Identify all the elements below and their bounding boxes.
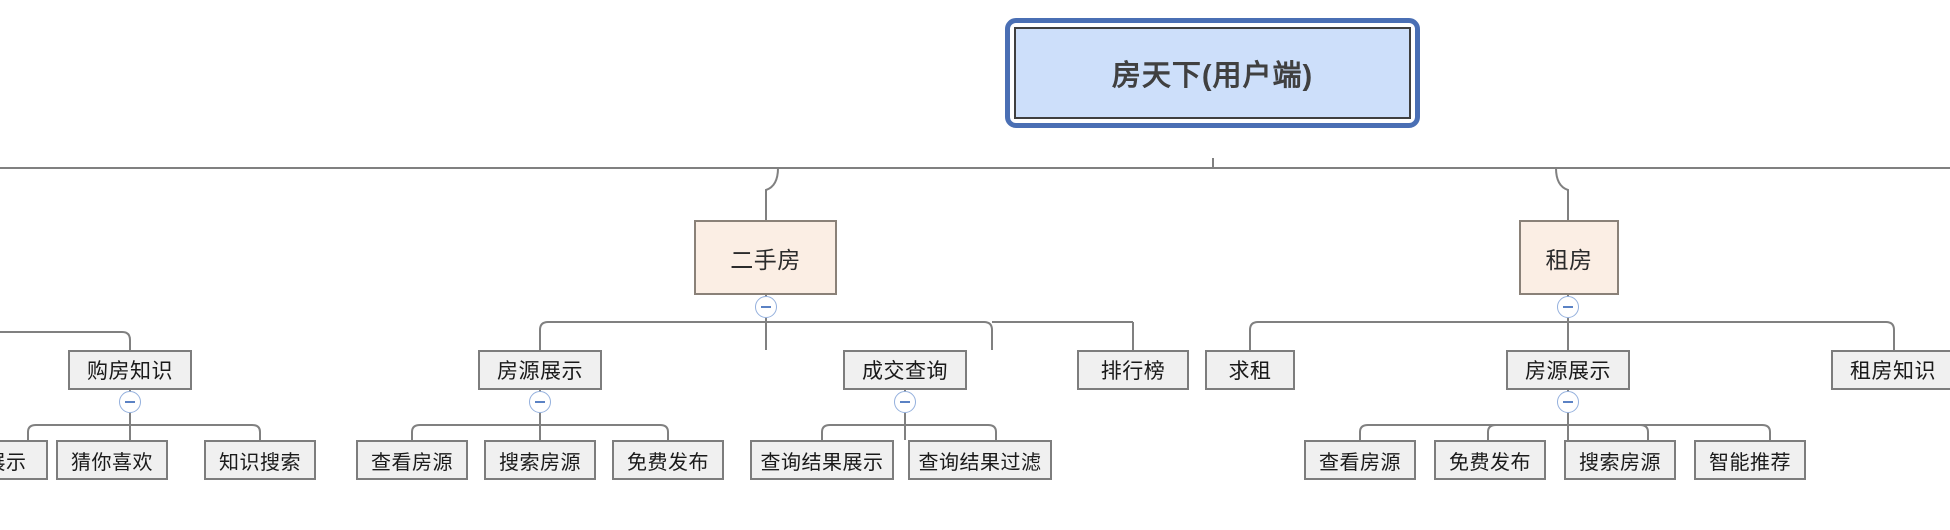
node-paihangbang[interactable]: 排行榜 — [1077, 350, 1189, 390]
node-qiuzu[interactable]: 求租 — [1205, 350, 1295, 390]
branch-node-zufang[interactable]: 租房 — [1519, 220, 1619, 295]
leaf-node-mianfeifabu-sale[interactable]: 免费发布 — [612, 440, 724, 480]
leaf-node-zhanshi-clipped[interactable]: 展示 — [0, 440, 48, 480]
node-zufangzhishi[interactable]: 租房知识 — [1831, 350, 1950, 390]
collapse-toggle-fangyuanzhanshi-rent[interactable] — [1557, 391, 1579, 413]
leaf-node-mianfeifabu-rent[interactable]: 免费发布 — [1434, 440, 1546, 480]
collapse-toggle-ershoufang[interactable] — [755, 296, 777, 318]
leaf-node-chakanfangyuan-rent[interactable]: 查看房源 — [1304, 440, 1416, 480]
leaf-node-sousuofangyuan-sale[interactable]: 搜索房源 — [484, 440, 596, 480]
branch-node-ershoufang[interactable]: 二手房 — [694, 220, 837, 295]
leaf-node-chaxunjieguoguolv[interactable]: 查询结果过滤 — [908, 440, 1052, 480]
leaf-node-zhinengtuijian[interactable]: 智能推荐 — [1694, 440, 1806, 480]
leaf-node-cainixihuan[interactable]: 猜你喜欢 — [56, 440, 168, 480]
collapse-toggle-zufang[interactable] — [1557, 296, 1579, 318]
root-node[interactable]: 房天下(用户端) — [1014, 27, 1411, 119]
node-chengjiaochaxun[interactable]: 成交查询 — [843, 350, 967, 390]
leaf-node-chakanfangyuan-sale[interactable]: 查看房源 — [356, 440, 468, 480]
leaf-node-zhishisousuo[interactable]: 知识搜索 — [204, 440, 316, 480]
node-fangyuanzhanshi-sale[interactable]: 房源展示 — [478, 350, 602, 390]
collapse-toggle-goufangzhishi[interactable] — [119, 391, 141, 413]
collapse-toggle-fangyuanzhanshi-sale[interactable] — [529, 391, 551, 413]
leaf-node-sousuofangyuan-rent[interactable]: 搜索房源 — [1564, 440, 1676, 480]
node-goufangzhishi[interactable]: 购房知识 — [68, 350, 192, 390]
leaf-node-chaxunjieguozhanshi[interactable]: 查询结果展示 — [750, 440, 894, 480]
collapse-toggle-chengjiaochaxun[interactable] — [894, 391, 916, 413]
node-fangyuanzhanshi-rent[interactable]: 房源展示 — [1506, 350, 1630, 390]
